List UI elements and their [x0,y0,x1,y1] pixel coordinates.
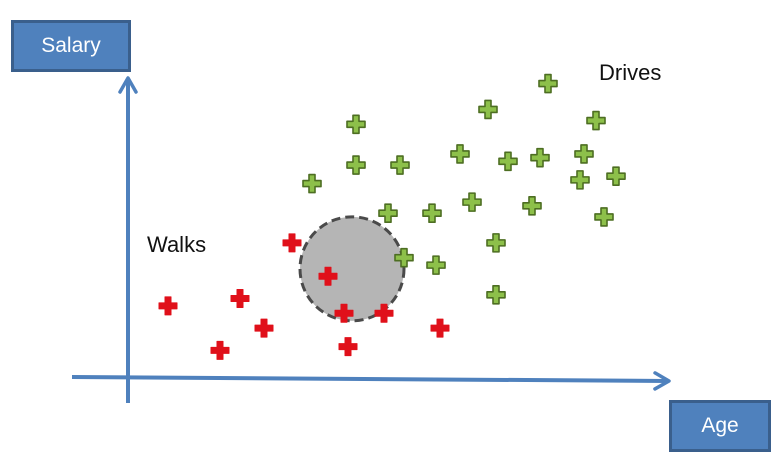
drives-point-22-plus-icon [606,166,626,186]
drives-point-17-plus-icon [538,73,558,94]
drives-point-19-plus-icon [574,144,594,164]
drives-point-12-plus-icon [486,233,506,253]
neighborhood-circle [298,215,406,323]
y-axis-label: Salary [11,20,131,72]
walks-point-10-plus-icon [430,318,450,338]
drives-point-20-plus-icon [586,110,606,131]
drives-point-21-plus-icon [594,207,614,227]
drives-point-10-plus-icon [462,192,482,212]
walks-point-5-plus-icon [282,233,302,253]
drives-point-2-plus-icon [346,114,366,135]
x-axis-line [71,371,671,391]
x-axis-label: Age [669,400,771,452]
walks-point-4-plus-icon [254,318,274,338]
drives-point-5-plus-icon [378,203,398,224]
walks-point-3-plus-icon [210,340,230,360]
drives-point-6-plus-icon [394,247,414,268]
drives-point-7-plus-icon [422,203,442,224]
drives-point-9-plus-icon [450,144,470,164]
drives-point-15-plus-icon [522,196,542,216]
drives-point-3-plus-icon [346,155,366,175]
walks-point-2-plus-icon [230,288,250,308]
drives-point-8-plus-icon [426,255,446,275]
drives-point-1-plus-icon [302,173,322,194]
drives-point-4-plus-icon [390,155,410,175]
drives-class-label: Drives [599,60,662,85]
walks-point-8-plus-icon [338,337,358,357]
drives-point-16-plus-icon [530,147,550,168]
walks-point-6-plus-icon [318,266,338,286]
drives-point-13-plus-icon [486,284,506,305]
drives-point-18-plus-icon [570,170,590,190]
walks-point-7-plus-icon [334,303,354,323]
drives-point-11-plus-icon [478,99,498,120]
walks-point-1-plus-icon [158,296,178,316]
walks-point-9-plus-icon [374,303,394,323]
drives-point-14-plus-icon [498,151,518,172]
walks-class-label: Walks [147,232,207,257]
